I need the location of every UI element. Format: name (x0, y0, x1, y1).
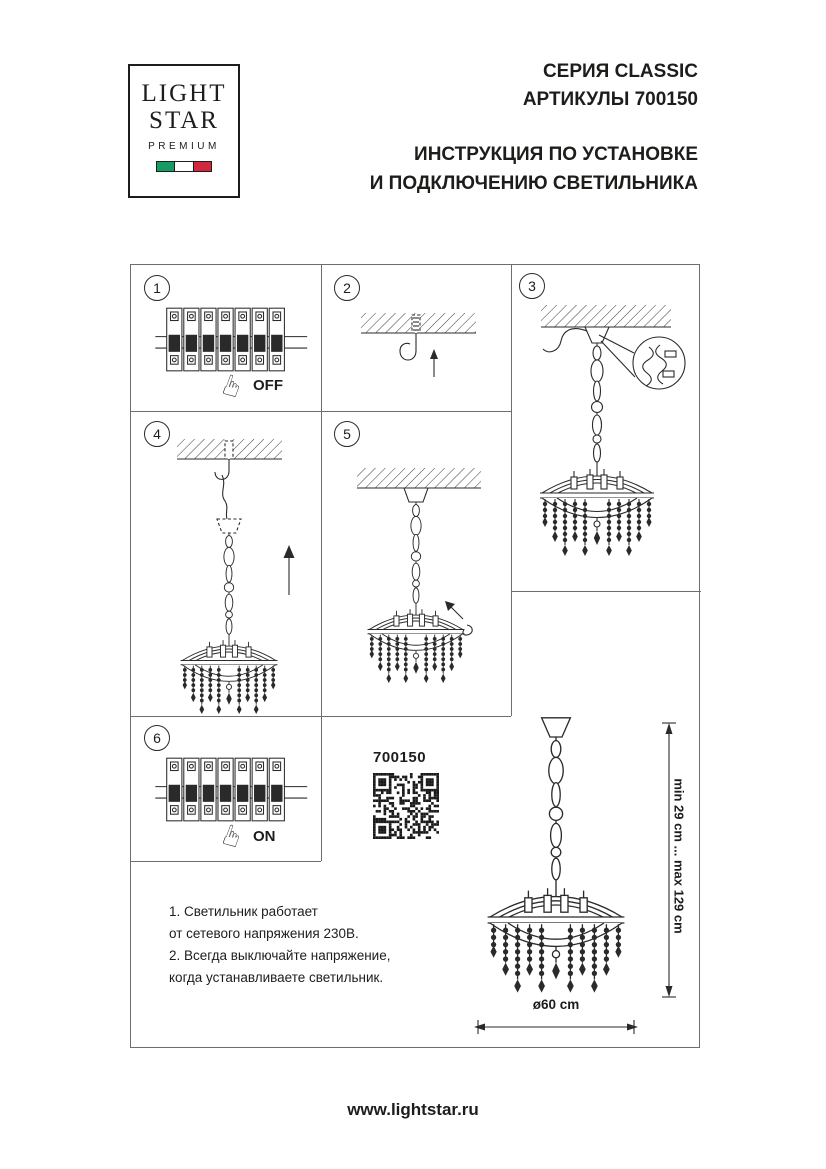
header: СЕРИЯ CLASSIC АРТИКУЛЫ 700150 ИНСТРУКЦИЯ… (370, 58, 698, 198)
articles-title: АРТИКУЛЫ 700150 (522, 89, 698, 110)
hang-and-connect-diagram (513, 305, 686, 589)
on-label: ON (253, 828, 276, 845)
step-number-badge: 5 (334, 421, 360, 447)
off-label: OFF (253, 377, 283, 394)
footer-url: www.lightstar.ru (347, 1100, 479, 1119)
step-number-badge: 1 (144, 275, 170, 301)
note-line: 1. Светильник работает (169, 904, 318, 919)
breaker-off-diagram (151, 293, 321, 405)
trim-hook-detail (445, 601, 473, 636)
note-line: когда устанавливаете светильник. (169, 970, 384, 985)
hook-icon (399, 342, 417, 361)
height-dimension-arrow (662, 722, 676, 998)
ceiling-hook-diagram (361, 313, 476, 377)
steps-grid: 1 OFF 2 3 (130, 264, 701, 1049)
flag-white (175, 162, 194, 171)
lightstar-logo: LIGHT STAR PREMIUM (128, 64, 240, 198)
step-number-badge: 2 (334, 275, 360, 301)
height-dimension-label: min 29 cm ... max 129 cm (671, 778, 687, 934)
series-title: СЕРИЯ CLASSIC (542, 61, 698, 82)
instruction-title-line1: ИНСТРУКЦИЯ ПО УСТАНОВКЕ (414, 144, 698, 165)
canopy-dashed (216, 518, 242, 534)
grid-line-v2 (511, 265, 512, 716)
diameter-dimension-label: ø60 cm (532, 997, 580, 1012)
grid-line-v1 (321, 265, 322, 861)
breaker-on-diagram (151, 743, 321, 855)
grid-line-h1 (131, 411, 511, 412)
logo-premium: PREMIUM (148, 141, 220, 152)
wire-detail-magnifier (598, 334, 686, 390)
ceiling-hatch (357, 468, 481, 488)
step-number-badge: 4 (144, 421, 170, 447)
canopy (403, 487, 429, 503)
flag-red (193, 162, 211, 171)
step-number-badge: 6 (144, 725, 170, 751)
step-2-panel: 2 (321, 265, 511, 411)
grid-line-h3 (131, 716, 511, 717)
grid-line-h4 (131, 861, 321, 862)
logo-light: LIGHT (141, 80, 227, 107)
italy-flag-icon (156, 161, 212, 172)
chandelier-mounted-diagram (357, 468, 481, 715)
ceiling-hatch (541, 305, 671, 327)
grid-line-h2 (511, 591, 701, 592)
supply-wire (542, 328, 588, 353)
note-line: 2. Всегда выключайте напряжение, (169, 948, 391, 963)
flag-green (157, 162, 176, 171)
article-number: 700150 (373, 749, 427, 766)
logo-star: STAR (149, 107, 219, 134)
hanging-cord (221, 474, 228, 520)
note-line: от сетевого напряжения 230В. (169, 926, 359, 941)
step-4-panel: 4 (131, 411, 321, 716)
instruction-title-line2: И ПОДКЛЮЧЕНИЮ СВЕТИЛЬНИКА (369, 173, 698, 194)
notes: 1. Светильник работает от сетевого напря… (169, 901, 390, 989)
step-number-badge: 3 (519, 273, 545, 299)
diameter-dimension-arrow (474, 1020, 638, 1034)
chandelier-lift-diagram (177, 439, 295, 715)
product-area: 700150 min 29 cm (321, 591, 701, 1049)
step-6-panel: 6 ON (131, 716, 321, 861)
qr-code (373, 773, 439, 839)
step-1-panel: 1 OFF (131, 265, 321, 411)
slide-up-arrow-icon (283, 545, 295, 595)
step-5-panel: 5 (321, 411, 511, 716)
step-3-panel: 3 (511, 265, 701, 591)
chandelier-dimensions-diagram (474, 711, 676, 1034)
